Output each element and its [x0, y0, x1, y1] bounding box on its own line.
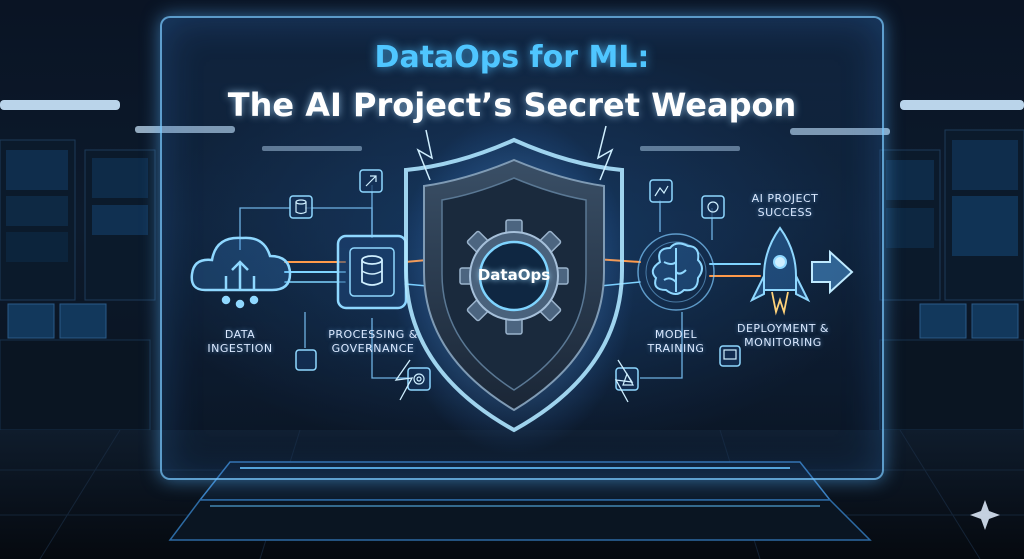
- stage-label-line: Monitoring: [744, 336, 822, 349]
- stage-label-line: Data: [224, 328, 256, 341]
- chart-icon: [649, 179, 673, 203]
- stage-label-line: Training: [647, 342, 705, 355]
- ceiling-light: [790, 128, 890, 135]
- monitor-icon: [719, 345, 741, 367]
- cloud-upload-icon: [190, 236, 292, 309]
- shield-small-icon: [701, 195, 725, 219]
- stage-label-processing: Processing & Governance: [318, 328, 428, 356]
- stage-label-line: Ingestion: [207, 342, 273, 355]
- sparkle-icon: [970, 500, 1000, 530]
- dataops-label: DataOps: [477, 266, 551, 284]
- server-racks-left: [0, 139, 156, 431]
- stage-label-line: Processing &: [328, 328, 418, 341]
- database-icon: [289, 195, 313, 219]
- ceiling-light: [262, 146, 362, 151]
- stage-label-training: Model Training: [630, 328, 722, 356]
- stage-label-line: Deployment &: [736, 322, 830, 335]
- success-label-line: AI Project: [751, 192, 819, 205]
- stage-label-line: Model: [654, 328, 698, 341]
- connector-lines: [239, 185, 713, 379]
- stage-label-deployment: Deployment & Monitoring: [728, 322, 838, 350]
- ceiling-light: [900, 100, 1024, 110]
- rocket-icon: [749, 226, 811, 316]
- title-line-1: DataOps for ML:: [374, 40, 650, 75]
- settings-icon: [295, 349, 317, 371]
- success-label: AI Project Success: [735, 192, 835, 220]
- ceiling-light: [640, 146, 740, 151]
- pedestal: [168, 461, 872, 541]
- brain-icon: [637, 233, 715, 311]
- stage-label-line: Governance: [331, 342, 415, 355]
- arrow-right-icon: [811, 249, 854, 295]
- database-chip-icon: [336, 234, 408, 310]
- stage-label-ingestion: Data Ingestion: [195, 328, 285, 356]
- ceiling-light: [0, 100, 120, 110]
- success-label-line: Success: [757, 206, 813, 219]
- server-racks-right: [879, 129, 1024, 431]
- gear-icon: [459, 219, 569, 335]
